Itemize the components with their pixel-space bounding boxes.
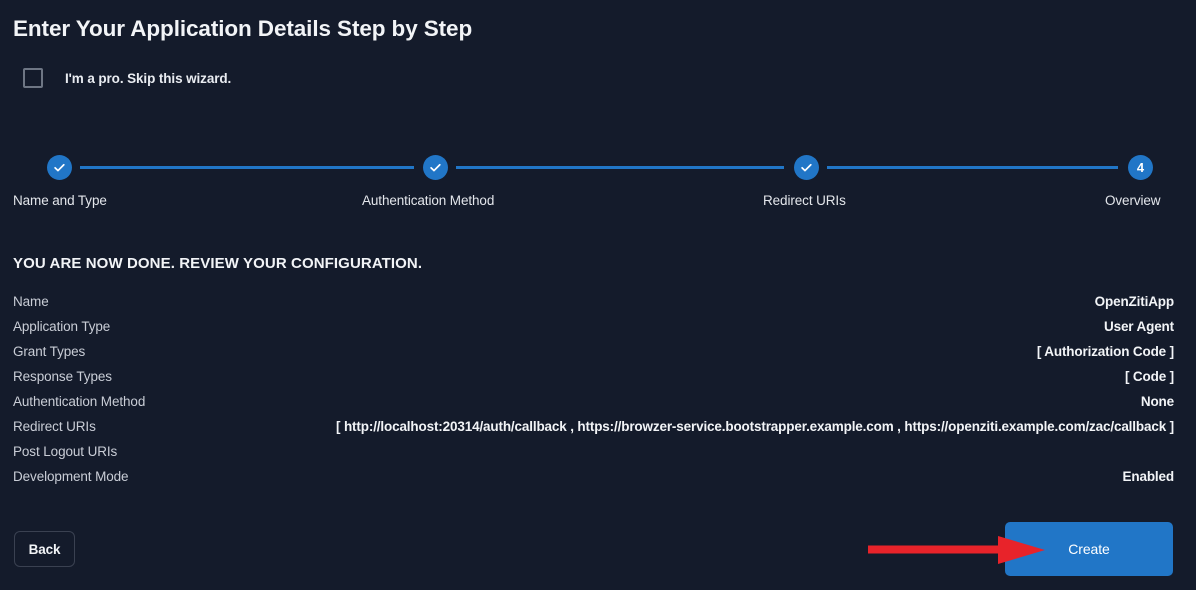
create-button[interactable]: Create [1005, 522, 1173, 576]
detail-label: Application Type [13, 319, 111, 334]
skip-wizard-row: I'm a pro. Skip this wizard. [23, 68, 231, 88]
review-heading: YOU ARE NOW DONE. REVIEW YOUR CONFIGURAT… [13, 255, 423, 272]
step-complete-icon[interactable] [423, 155, 448, 180]
stepper-label-2: Authentication Method [362, 193, 495, 208]
detail-value: Enabled [1122, 469, 1175, 484]
detail-value: [ Code ] [1124, 369, 1174, 384]
step-number-badge[interactable]: 4 [1128, 155, 1153, 180]
detail-label: Response Types [13, 369, 112, 384]
review-details-list: Name OpenZitiApp Application Type User A… [13, 289, 1174, 489]
detail-value: OpenZitiApp [1094, 294, 1174, 309]
detail-row-post-logout-uris: Post Logout URIs [13, 439, 1174, 464]
wizard-stepper: Name and Type Authentication Method Redi… [0, 145, 1196, 220]
detail-value: User Agent [1103, 319, 1174, 334]
detail-label: Redirect URIs [13, 419, 96, 434]
step-number-label: 4 [1136, 160, 1145, 175]
stepper-connector-1-2 [80, 166, 414, 169]
detail-row-development-mode: Development Mode Enabled [13, 464, 1174, 489]
stepper-connector-3-4 [827, 166, 1118, 169]
stepper-label-4: Overview [1105, 193, 1161, 208]
skip-wizard-checkbox[interactable] [23, 68, 43, 88]
step-complete-icon[interactable] [794, 155, 819, 180]
stepper-label-3: Redirect URIs [763, 193, 846, 208]
stepper-connector-2-3 [456, 166, 784, 169]
detail-label: Grant Types [13, 344, 86, 359]
detail-row-redirect-uris: Redirect URIs [ http://localhost:20314/a… [13, 414, 1174, 439]
detail-label: Name [13, 294, 49, 309]
detail-row-application-type: Application Type User Agent [13, 314, 1174, 339]
detail-value: None [1140, 394, 1174, 409]
stepper-label-1: Name and Type [13, 193, 107, 208]
page-title: Enter Your Application Details Step by S… [13, 16, 473, 41]
detail-value: [ Authorization Code ] [1036, 344, 1174, 359]
step-complete-icon[interactable] [47, 155, 72, 180]
detail-row-authentication-method: Authentication Method None [13, 389, 1174, 414]
skip-wizard-label: I'm a pro. Skip this wizard. [65, 70, 232, 86]
detail-row-response-types: Response Types [ Code ] [13, 364, 1174, 389]
detail-label: Development Mode [13, 469, 129, 484]
detail-value: [ http://localhost:20314/auth/callback ,… [336, 419, 1174, 434]
detail-row-grant-types: Grant Types [ Authorization Code ] [13, 339, 1174, 364]
detail-label: Post Logout URIs [13, 444, 118, 459]
back-button[interactable]: Back [14, 531, 75, 567]
detail-label: Authentication Method [13, 394, 146, 409]
detail-row-name: Name OpenZitiApp [13, 289, 1174, 314]
